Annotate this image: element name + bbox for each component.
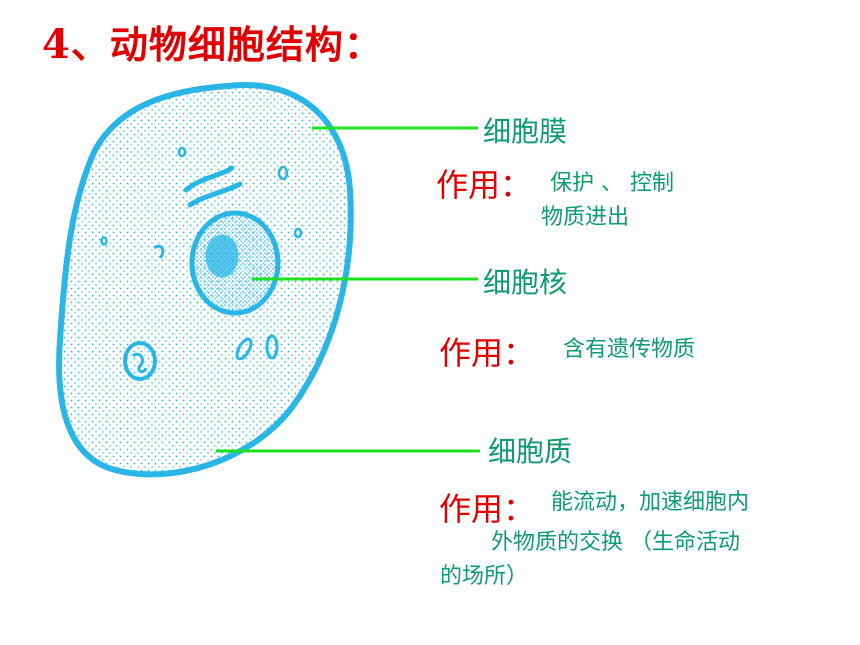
nucleus-function-label: 作用： — [439, 334, 536, 372]
nucleus-label: 细胞核 — [483, 266, 568, 299]
membrane-function-line-1: 保护 、 控制 — [550, 171, 674, 196]
cytoplasm-function-line-2: 外物质的交换 （生命活动 — [491, 530, 740, 555]
mitochondrion — [123, 341, 157, 381]
nucleolus — [205, 234, 239, 278]
title-text: 、动物细胞结构： — [70, 22, 383, 67]
cytoplasm-function-line-3: 的场所） — [440, 564, 529, 589]
cytoplasm-function-label: 作用： — [439, 490, 536, 528]
page-title: 4、动物细胞结构： — [42, 14, 383, 69]
membrane-function-label: 作用： — [436, 166, 533, 204]
nucleus-function-line-1: 含有遗传物质 — [563, 337, 696, 362]
golgi-body — [183, 165, 235, 193]
membrane-label: 细胞膜 — [483, 115, 568, 148]
membrane-function-line-2: 物质进出 — [541, 205, 630, 230]
title-number: 4 — [42, 21, 71, 68]
cytoplasm-label: 细胞质 — [488, 435, 573, 468]
cytoplasm-function-line-1: 能流动，加速细胞内 — [551, 490, 750, 515]
